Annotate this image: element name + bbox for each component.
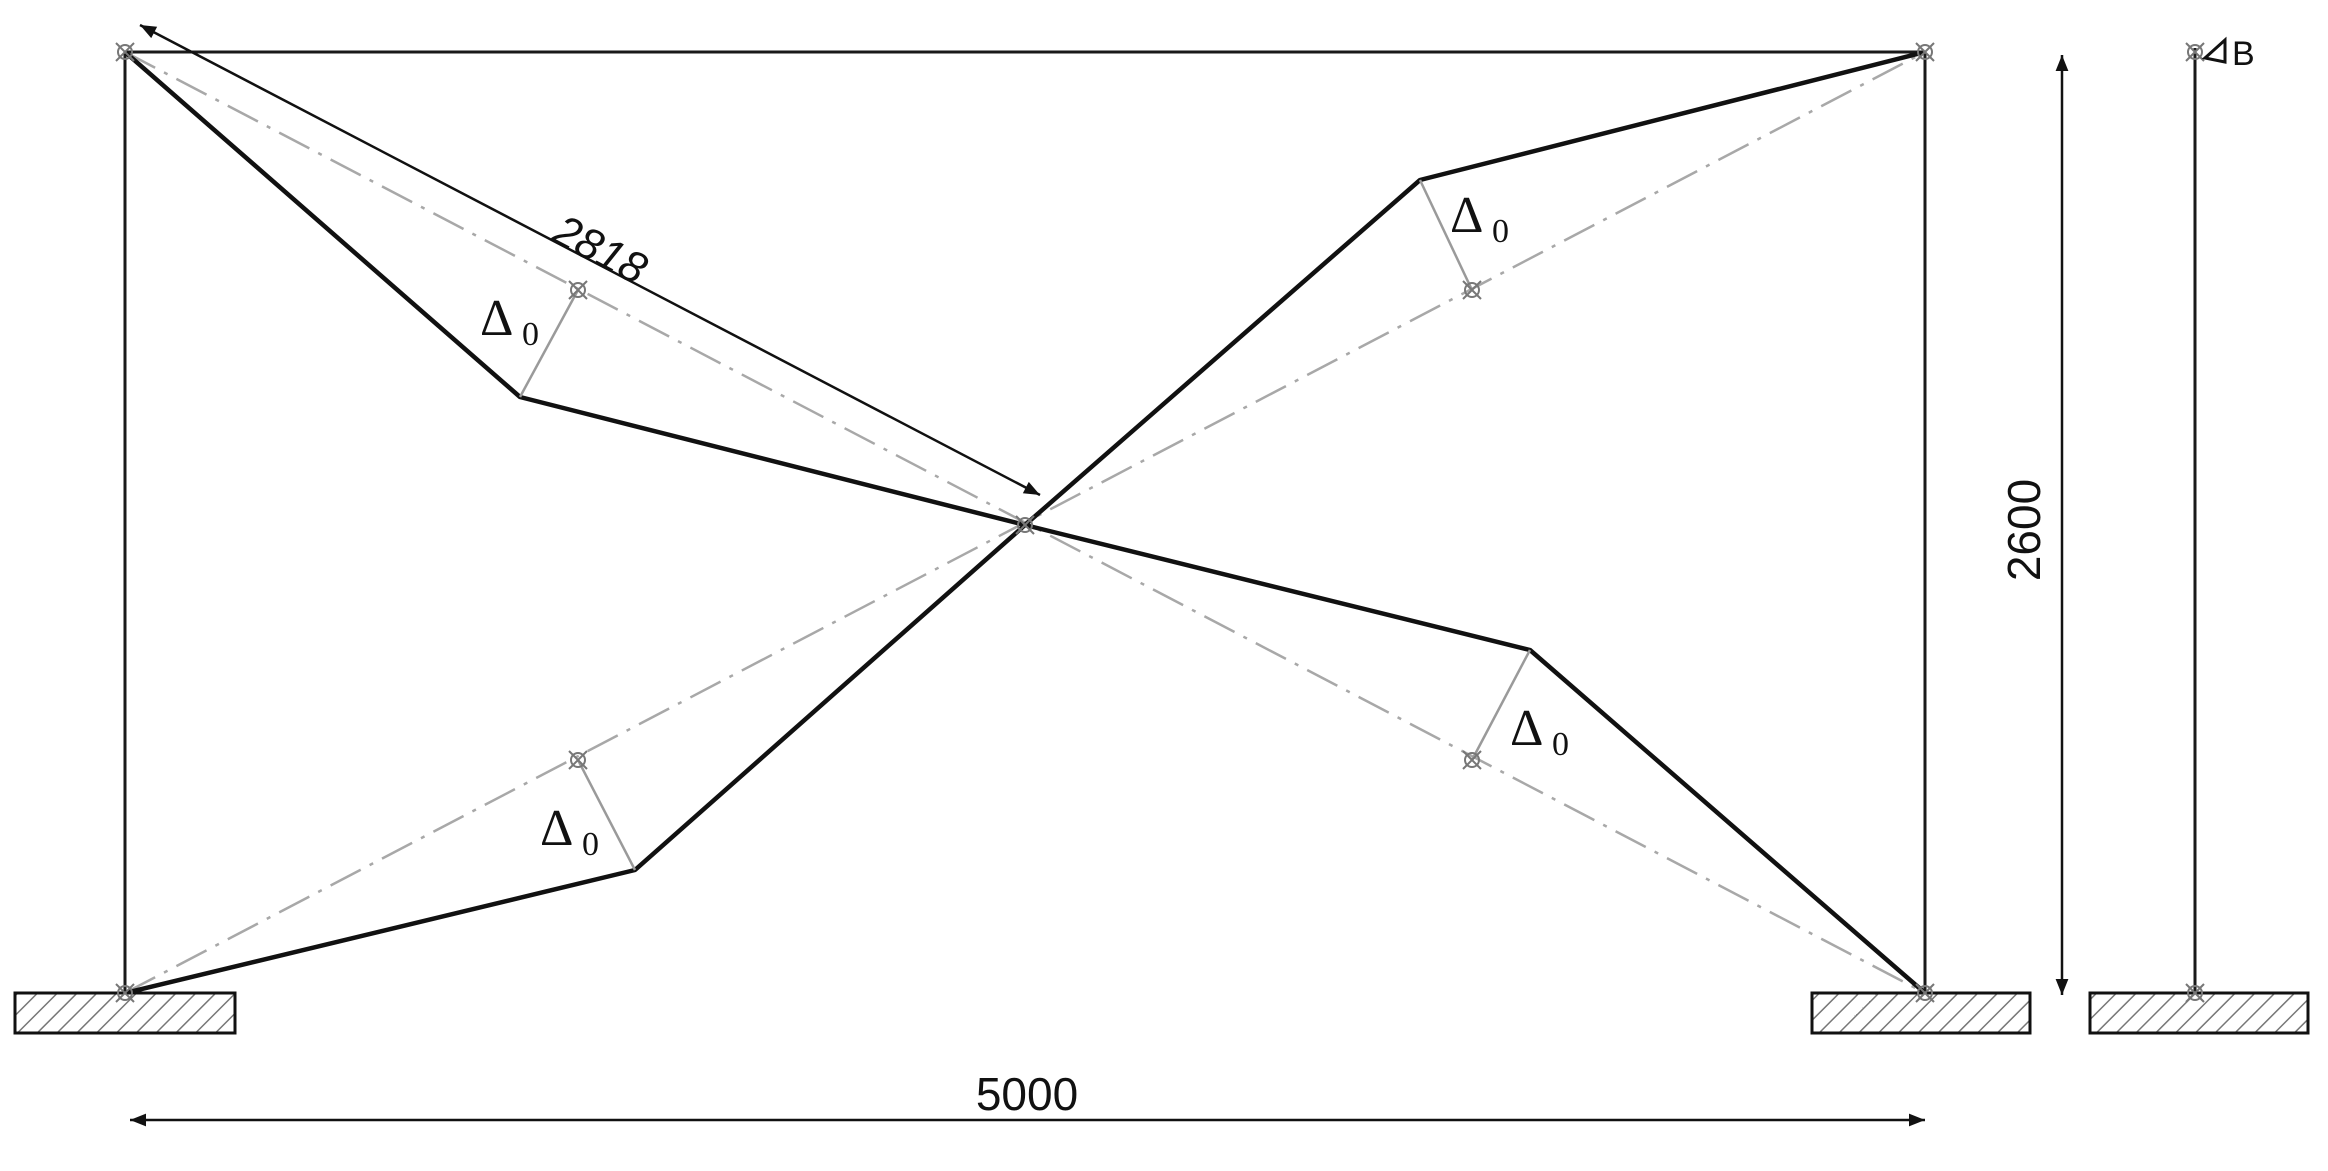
node-markers: [115, 42, 2205, 1003]
svg-text:0: 0: [1552, 726, 1569, 763]
offset-line-2: [1418, 179, 1474, 291]
offset-line-4: [576, 759, 637, 871]
diagonal-length-dimension: [139, 23, 1041, 497]
svg-text:Δ: Δ: [1510, 700, 1543, 757]
triangle-marker-icon: [2201, 36, 2227, 64]
svg-text:Δ: Δ: [540, 800, 573, 857]
svg-text:0: 0: [1492, 213, 1509, 250]
svg-text:0: 0: [522, 316, 539, 353]
height-label: 2600: [1998, 479, 2050, 581]
imperfection-label-3: Δ 0: [1510, 700, 1569, 763]
brace-lower-left: [124, 523, 1027, 996]
imperfection-label-2: Δ 0: [1450, 187, 1509, 250]
imperfection-label-4: Δ 0: [540, 800, 599, 863]
corner-label: B: [2232, 35, 2255, 73]
svg-text:Δ: Δ: [1450, 187, 1483, 244]
imperfection-label-1: Δ 0: [480, 290, 539, 353]
width-label: 5000: [976, 1068, 1078, 1120]
svg-text:0: 0: [582, 826, 599, 863]
svg-text:Δ: Δ: [480, 290, 513, 347]
offset-line-3: [1470, 649, 1532, 761]
